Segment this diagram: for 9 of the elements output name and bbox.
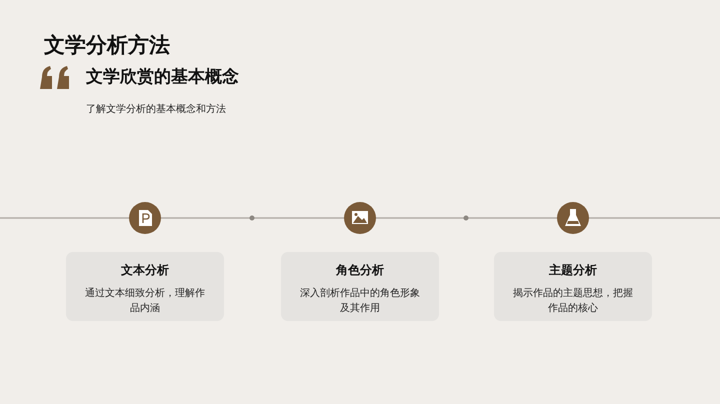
card-description: 揭示作品的主题思想，把握作品的核心: [512, 287, 634, 316]
card-description: 通过文本细致分析，理解作品内涵: [84, 287, 206, 316]
card-description: 深入剖析作品中的角色形象及其作用: [299, 287, 421, 316]
card-heading: 主题分析: [548, 262, 598, 279]
section-description: 了解文学分析的基本概念和方法: [86, 102, 226, 116]
section-heading: 文学欣赏的基本概念: [86, 66, 239, 88]
slide-title: 文学分析方法: [44, 32, 170, 59]
card-heading: 角色分析: [334, 262, 385, 279]
card-heading: 文本分析: [120, 262, 170, 279]
